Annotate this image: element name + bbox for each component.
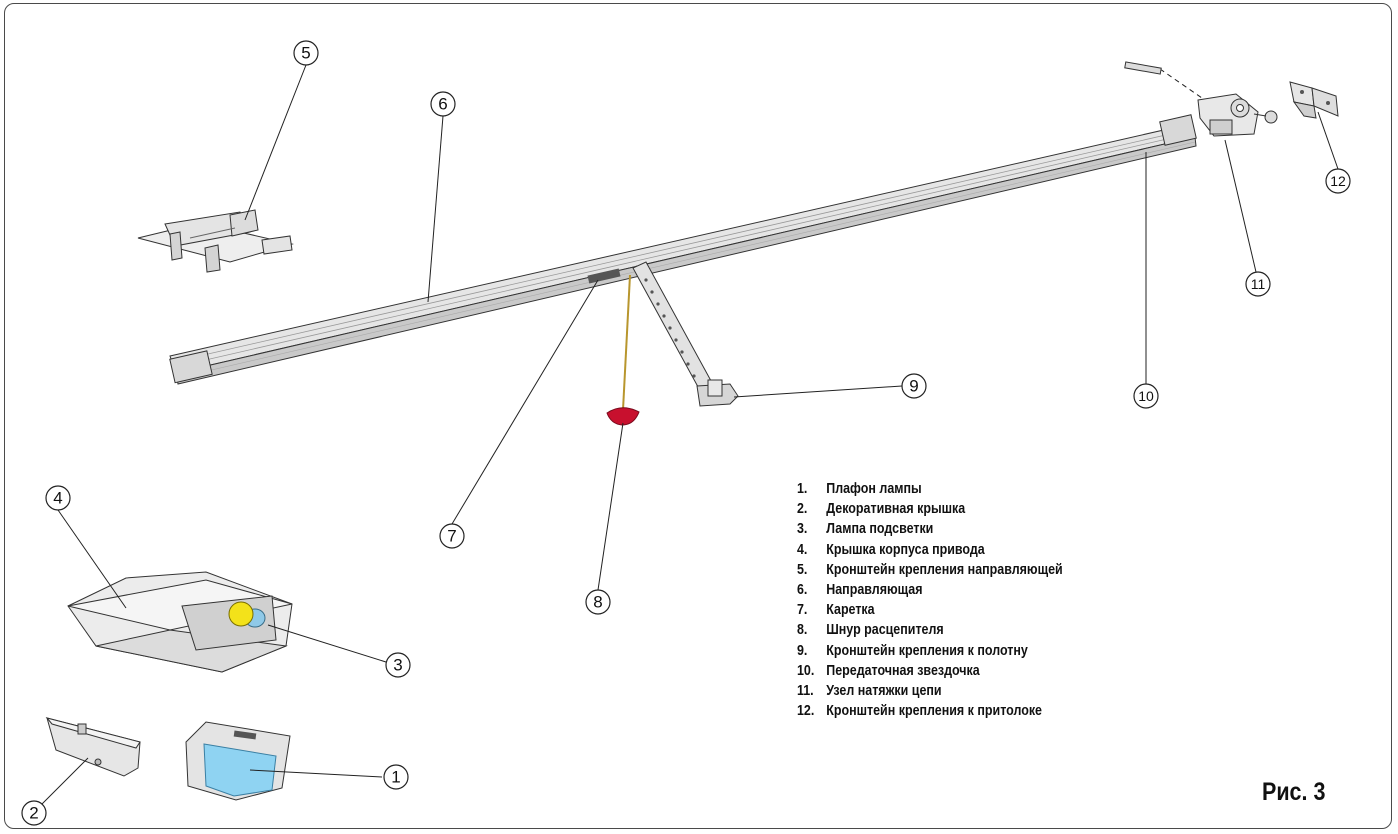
figure-label: Рис. 3 — [1262, 778, 1326, 806]
legend-item: 9. Кронштейн крепления к полотну — [797, 641, 1063, 661]
legend-item-label: Кронштейн крепления направляющей — [826, 561, 1063, 578]
legend-item: 1. Плафон лампы — [797, 479, 1063, 499]
svg-text:4: 4 — [53, 489, 62, 508]
leader-8 — [597, 422, 624, 591]
callout-9: 9 — [901, 373, 927, 399]
legend-item: 12. Кронштейн крепления к притолоке — [797, 701, 1063, 721]
svg-text:5: 5 — [301, 44, 310, 63]
legend-item: 11. Узел натяжки цепи — [797, 681, 1063, 701]
rail-mounting-bracket-part — [137, 209, 294, 273]
legend-item-label: Лампа подсветки — [826, 521, 934, 538]
legend-item-label: Шнур расцепителя — [826, 622, 944, 639]
leader-7 — [451, 279, 599, 525]
callout-1: 1 — [383, 764, 409, 790]
legend-item-number: 9. — [797, 642, 808, 659]
legend-item-number: 2. — [797, 501, 808, 518]
legend-item-number: 5. — [797, 561, 808, 578]
legend-item-number: 1. — [797, 481, 808, 497]
door-bracket-part — [632, 261, 739, 407]
callout-12: 12 — [1325, 168, 1351, 194]
legend-item-label: Передаточная звездочка — [826, 662, 980, 679]
legend-item-number: 3. — [797, 521, 808, 538]
legend-item-number: 7. — [797, 602, 808, 619]
rail-part — [169, 114, 1197, 385]
legend-item-label: Крышка корпуса привода — [826, 541, 985, 558]
decorative-cover-part — [45, 717, 141, 777]
legend-item: 3. Лампа подсветки — [797, 519, 1063, 539]
parts-legend: 1. Плафон лампы 2. Декоративная крышка 3. Л… — [797, 479, 1063, 721]
legend-item-label: Декоративная крышка — [826, 501, 966, 518]
leader-12 — [1317, 111, 1339, 170]
leader-11 — [1224, 139, 1257, 273]
drive-housing-part — [67, 571, 293, 673]
callout-6: 6 — [430, 91, 456, 117]
legend-item: 4. Крышка корпуса привода — [797, 540, 1063, 560]
callout-5: 5 — [293, 40, 319, 66]
leader-3 — [267, 624, 387, 663]
legend-item: 2. Декоративная крышка — [797, 499, 1063, 519]
svg-text:2: 2 — [29, 804, 38, 823]
leader-lines — [39, 64, 1339, 807]
legend-item: 10. Передаточная звездочка — [797, 661, 1063, 681]
svg-text:1: 1 — [391, 768, 400, 787]
callout-10: 10 — [1133, 383, 1159, 409]
legend-item-label: Каретка — [826, 602, 875, 619]
svg-text:3: 3 — [393, 656, 402, 675]
legend-item-label: Направляющая — [826, 581, 923, 598]
legend-item-number: 12. — [797, 703, 815, 720]
release-cord-part — [606, 274, 640, 426]
callout-7: 7 — [439, 523, 465, 549]
legend-item-number: 11. — [797, 682, 814, 699]
svg-text:6: 6 — [438, 95, 447, 114]
svg-text:12: 12 — [1330, 173, 1346, 189]
leader-5 — [244, 64, 307, 221]
callout-4: 4 — [45, 485, 71, 511]
legend-item: 8. Шнур расцепителя — [797, 620, 1063, 640]
legend-item: 6. Направляющая — [797, 580, 1063, 600]
svg-text:10: 10 — [1138, 388, 1154, 404]
legend-item-number: 8. — [797, 622, 808, 639]
leader-2 — [39, 757, 89, 807]
legend-item-label: Узел натяжки цепи — [826, 682, 942, 699]
svg-text:8: 8 — [593, 593, 602, 612]
legend-item-label: Кронштейн крепления к полотну — [826, 642, 1028, 659]
legend-item-number: 4. — [797, 541, 808, 558]
legend-item: 5. Кронштейн крепления направляющей — [797, 560, 1063, 580]
legend-item: 7. Каретка — [797, 600, 1063, 620]
legend-item-number: 6. — [797, 581, 808, 598]
legend-item-label: Плафон лампы — [826, 481, 922, 497]
svg-text:11: 11 — [1251, 276, 1266, 292]
callout-8: 8 — [585, 589, 611, 615]
leader-4 — [57, 509, 127, 609]
legend-item-number: 10. — [797, 662, 815, 679]
lintel-bracket-part — [1289, 81, 1339, 119]
leader-9 — [733, 385, 903, 398]
callout-2: 2 — [21, 800, 47, 826]
lamp-shade-part — [185, 721, 291, 801]
diagram-frame — [4, 3, 1392, 829]
callout-11: 11 — [1245, 271, 1271, 297]
svg-text:9: 9 — [909, 377, 918, 396]
svg-text:7: 7 — [447, 527, 456, 546]
chain-tensioner-part — [1124, 61, 1278, 137]
leader-1 — [249, 769, 383, 778]
leader-6 — [427, 115, 444, 303]
callout-3: 3 — [385, 652, 411, 678]
legend-item-label: Кронштейн крепления к притолоке — [826, 703, 1043, 720]
